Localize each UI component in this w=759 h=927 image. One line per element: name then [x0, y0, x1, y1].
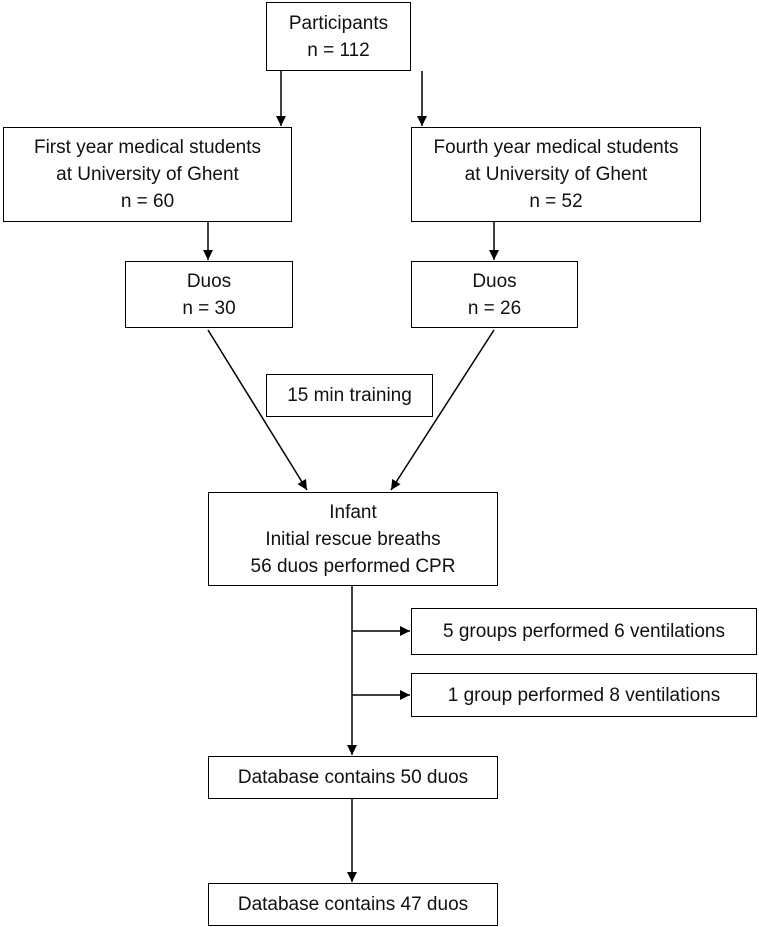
excluded-eight-label: 1 group performed 8 ventilations: [447, 684, 721, 706]
fourth-year-students-box: Fourth year medical students at Universi…: [411, 127, 701, 222]
fourth-year-institution: at University of Ghent: [464, 164, 648, 185]
duos-first-year-title: Duos: [186, 270, 232, 292]
infant-title: Infant: [329, 501, 377, 523]
first-year-institution: at University of Ghent: [56, 164, 239, 185]
excluded-eight-ventilations-box: 1 group performed 8 ventilations: [411, 673, 757, 717]
fourth-year-title: Fourth year medical students: [433, 137, 679, 158]
infant-cpr-box: Infant Initial rescue breaths 56 duos pe…: [208, 492, 498, 586]
database-47-box: Database contains 47 duos: [208, 883, 498, 926]
duos-fourth-year-title: Duos: [472, 270, 517, 292]
participants-count: n = 112: [307, 39, 370, 61]
participants-box: Participants n = 112: [266, 2, 411, 71]
database-50-box: Database contains 50 duos: [208, 756, 498, 799]
infant-procedure: Initial rescue breaths: [265, 528, 441, 550]
excluded-six-ventilations-box: 5 groups performed 6 ventilations: [411, 608, 757, 655]
fourth-year-count: n = 52: [529, 191, 583, 212]
infant-count: 56 duos performed CPR: [250, 555, 456, 577]
excluded-six-label: 5 groups performed 6 ventilations: [443, 621, 725, 642]
database-50-label: Database contains 50 duos: [237, 767, 469, 788]
database-47-label: Database contains 47 duos: [237, 894, 469, 915]
first-year-title: First year medical students: [33, 137, 262, 158]
training-box: 15 min training: [266, 374, 433, 417]
duos-fourth-year-box: Duos n = 26: [411, 261, 578, 328]
arrow-duos-first-to-infant: [207, 329, 308, 491]
first-year-count: n = 60: [120, 191, 175, 212]
duos-fourth-year-count: n = 26: [467, 297, 522, 319]
first-year-students-box: First year medical students at Universit…: [3, 127, 292, 222]
participants-title: Participants: [288, 12, 389, 34]
arrow-duos-fourth-to-infant: [390, 329, 495, 491]
duos-first-year-count: n = 30: [182, 297, 236, 319]
duos-first-year-box: Duos n = 30: [125, 261, 293, 328]
training-label: 15 min training: [287, 385, 412, 406]
